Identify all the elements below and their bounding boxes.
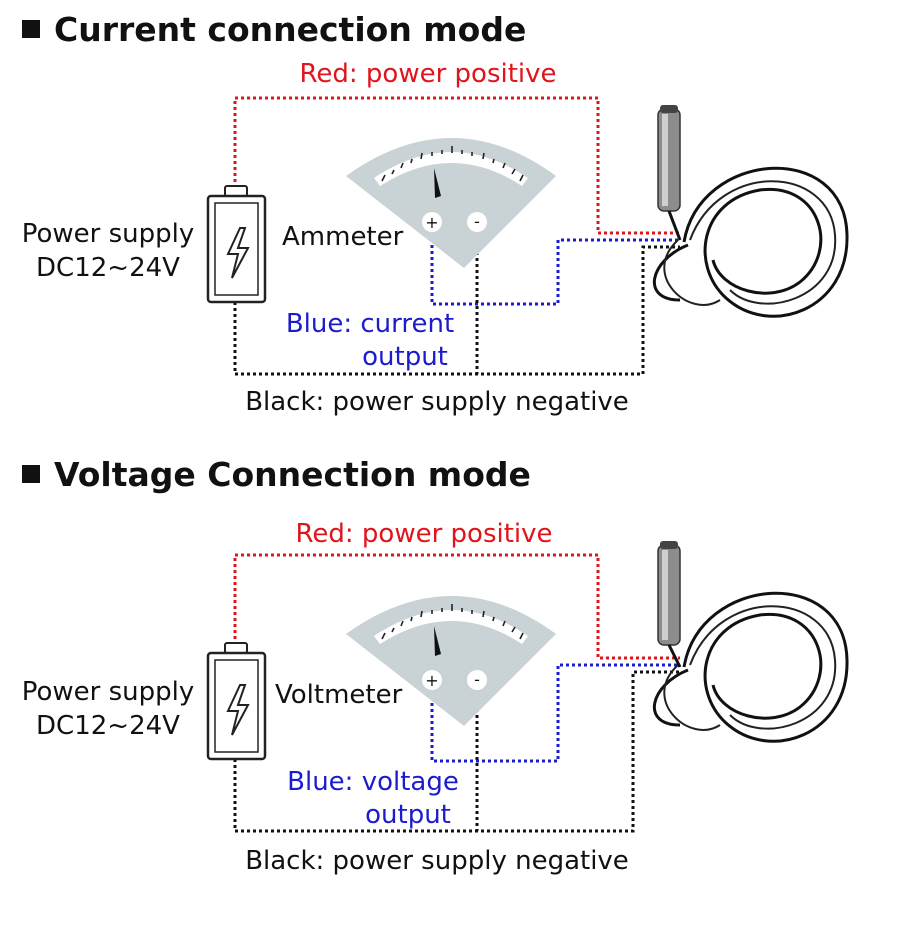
battery-icon: [206, 642, 267, 761]
section-title-text: Current connection mode: [54, 10, 527, 49]
plus-terminal: +: [425, 671, 438, 690]
current-mode-section: Current connection mode: [0, 0, 900, 460]
power-supply-label: Power supply: [22, 677, 195, 707]
power-supply-label: Power supply: [22, 219, 195, 249]
blue-wire-label: Blue: current: [286, 309, 454, 339]
pressure-sensor-icon: [652, 105, 849, 318]
black-wire: [233, 670, 680, 833]
section-title: Voltage Connection mode: [22, 455, 531, 494]
battery-icon: [206, 185, 267, 304]
meter-label: Ammeter: [282, 222, 404, 252]
black-wire: [233, 245, 680, 376]
blue-wire-label-2: output: [362, 342, 448, 372]
voltmeter-icon: [346, 596, 556, 726]
ammeter-icon: [346, 138, 556, 268]
blue-wire: [430, 663, 680, 763]
black-wire-label: Black: power supply negative: [245, 387, 629, 417]
bullet-square-icon: [22, 465, 40, 483]
blue-wire-label-2: output: [365, 800, 451, 830]
minus-terminal: -: [474, 212, 480, 231]
red-wire-label: Red: power positive: [299, 59, 556, 89]
blue-wire-label: Blue: voltage: [287, 767, 459, 797]
red-wire: [233, 96, 680, 235]
minus-terminal: -: [474, 670, 480, 689]
plus-terminal: +: [425, 213, 438, 232]
section-title-text: Voltage Connection mode: [54, 455, 531, 494]
meter-label: Voltmeter: [275, 680, 403, 710]
power-supply-voltage: DC12~24V: [36, 253, 180, 283]
power-supply-voltage: DC12~24V: [36, 711, 180, 741]
bullet-square-icon: [22, 20, 40, 38]
red-wire: [233, 553, 680, 660]
red-wire-label: Red: power positive: [295, 519, 552, 549]
wiring-diagram: + - Red: power positive Power supply DC1…: [22, 59, 849, 417]
section-title: Current connection mode: [22, 10, 526, 49]
pressure-sensor-icon: [652, 541, 849, 743]
blue-wire: [430, 227, 680, 306]
wiring-diagram: + - Red: power positive Power supply DC1…: [22, 519, 849, 876]
voltage-mode-section: Voltage Connection mode: [0, 445, 900, 905]
black-wire-label: Black: power supply negative: [245, 846, 629, 876]
